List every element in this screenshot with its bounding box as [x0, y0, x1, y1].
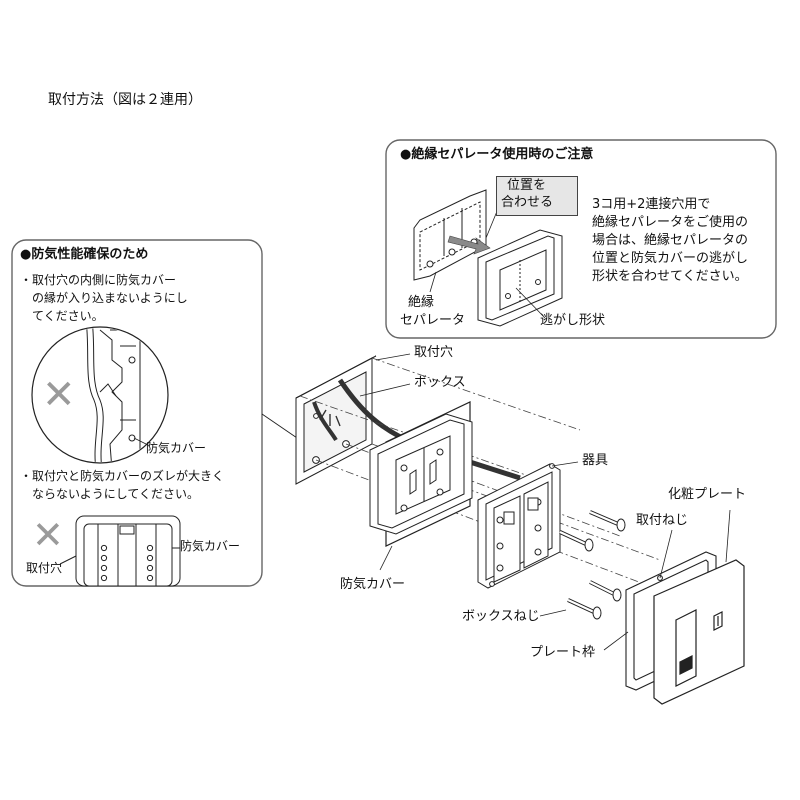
decorative-plate [653, 559, 745, 705]
box-screw-upper [589, 580, 622, 602]
ng-detail-cross-section [31, 326, 169, 464]
insulating-note-line: 位置と防気カバーの逃がし [592, 251, 749, 266]
align-arrow [447, 203, 501, 255]
page-title: 取付方法（図は２連用） [48, 92, 202, 108]
align-label-box: 位置を 合わせる [496, 176, 578, 216]
airtight-note1-line: てください。 [20, 309, 104, 323]
ng-mark-icon: ✕ [32, 513, 64, 557]
separator-label-line1: 絶縁 [408, 295, 435, 310]
part-label-frame: プレート枠 [530, 645, 596, 660]
box [369, 413, 473, 535]
mount-screw-lower [559, 530, 594, 552]
part-label-mount-screw: 取付ねじ [636, 513, 689, 528]
part-label-box: ボックス [414, 375, 466, 390]
airtight-note2-line: ならないようにしてください。 [20, 487, 200, 501]
hole-label: 取付穴 [26, 561, 63, 575]
insulating-note-line: 形状を合わせてください。 [592, 269, 748, 284]
wall-hole [295, 355, 377, 485]
part-label-plate: 化粧プレート [668, 487, 747, 502]
part-leaders [359, 353, 731, 651]
separator-label-line2: セパレータ [400, 313, 466, 328]
screws [559, 510, 626, 620]
part-label-device: 器具 [582, 453, 609, 468]
airtight-note1-line: の縁が入り込まないようにし [20, 291, 188, 305]
cover-label-2: 防気カバー [180, 539, 241, 553]
insulating-panel-heading: ●絶縁セパレータ使用時のご注意 [400, 147, 594, 162]
align-label-line2: 合わせる [501, 195, 554, 210]
insulating-note-line: 絶縁セパレータをご使用の [592, 215, 749, 230]
align-label-line1: 位置を [507, 178, 547, 193]
ng-detail-misalignment [59, 515, 181, 587]
ng-mark-icon: ✕ [42, 372, 76, 418]
part-label-cover: 防気カバー [340, 577, 406, 592]
insulating-note-line: 場合は、絶縁セパレータの [592, 233, 749, 248]
airtight-note1-line: ・取付穴の内側に防気カバー [20, 273, 177, 287]
escape-shape-label: 逃がし形状 [540, 313, 606, 328]
device [477, 463, 561, 589]
box-screw-lower [567, 598, 602, 620]
part-label-box-screw: ボックスねじ [462, 609, 540, 624]
cover-label-1: 防気カバー [146, 441, 207, 455]
part-label-hole: 取付穴 [414, 345, 454, 360]
airtight-note2-line: ・取付穴と防気カバーのズレが大きく [20, 469, 225, 483]
insulating-note-line: 3コ用+2連接穴用で [592, 197, 711, 212]
airtight-panel-heading: ●防気性能確保のため [20, 247, 149, 262]
mount-screw-upper [589, 510, 626, 532]
